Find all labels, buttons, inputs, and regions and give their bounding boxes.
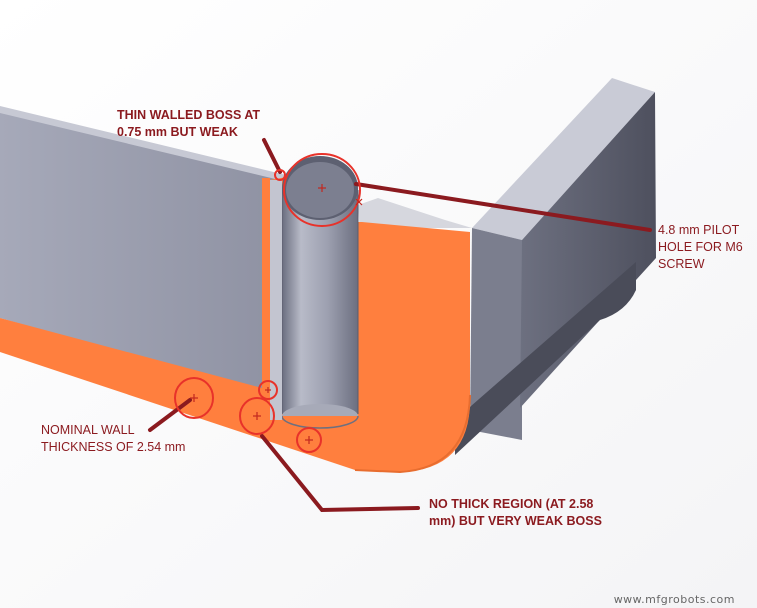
leader-thin-boss xyxy=(262,138,282,174)
marker-thick-region xyxy=(239,397,275,435)
side-wall-top-edge xyxy=(0,106,292,183)
boss-bore xyxy=(282,188,358,414)
annotation-thin-walled-boss: THIN WALLED BOSS AT 0.75 mm BUT WEAK xyxy=(117,108,261,139)
marker-small-2 xyxy=(296,427,322,453)
marker-crosses xyxy=(190,184,363,444)
annotation-pilot-hole: 4.8 mm PILOT HOLE FOR M6 SCREW xyxy=(658,223,743,271)
section-corner-edge xyxy=(354,394,471,474)
annotation-no-thick-region: NO THICK REGION (AT 2.58 mm) BUT VERY WE… xyxy=(429,497,602,528)
markers xyxy=(174,153,361,453)
thin-boss-wall xyxy=(270,180,282,420)
leader-nominal-wall xyxy=(148,398,192,432)
side-wall-face xyxy=(0,110,290,400)
watermark: www.mfgrobots.com xyxy=(613,593,735,606)
rear-tab-top-face xyxy=(472,78,655,240)
rear-tab-lower-face xyxy=(455,262,636,455)
leader-pilot-hole xyxy=(354,182,652,232)
marker-nominal-wall xyxy=(174,377,214,419)
annotation-nominal-wall: NOMINAL WALL THICKNESS OF 2.54 mm xyxy=(41,423,186,454)
rear-tab-right-face xyxy=(520,92,656,408)
marker-thin-boss xyxy=(274,169,286,181)
leader-lines xyxy=(148,138,652,513)
marker-small-1 xyxy=(258,380,278,400)
leader-no-thick xyxy=(260,434,420,513)
boss-top-recess xyxy=(358,198,472,232)
marker-pilot-hole xyxy=(283,153,361,227)
